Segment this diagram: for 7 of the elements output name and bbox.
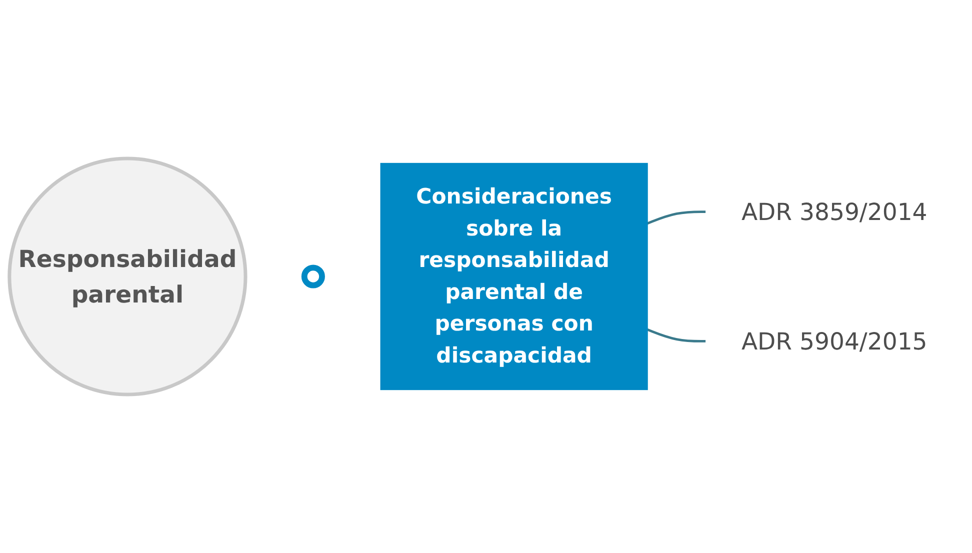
connector-line [646, 328, 706, 342]
node-box: Consideraciones sobre la responsabilidad parental de personas con discapacidad [380, 162, 648, 390]
connector-line [646, 210, 706, 225]
node-text: ADR 5904/2015 [741, 327, 928, 356]
node-circle [301, 264, 325, 288]
node-text: ADR 3859/2014 [741, 198, 928, 226]
node-circle: Responsabilidad parental [8, 156, 248, 396]
